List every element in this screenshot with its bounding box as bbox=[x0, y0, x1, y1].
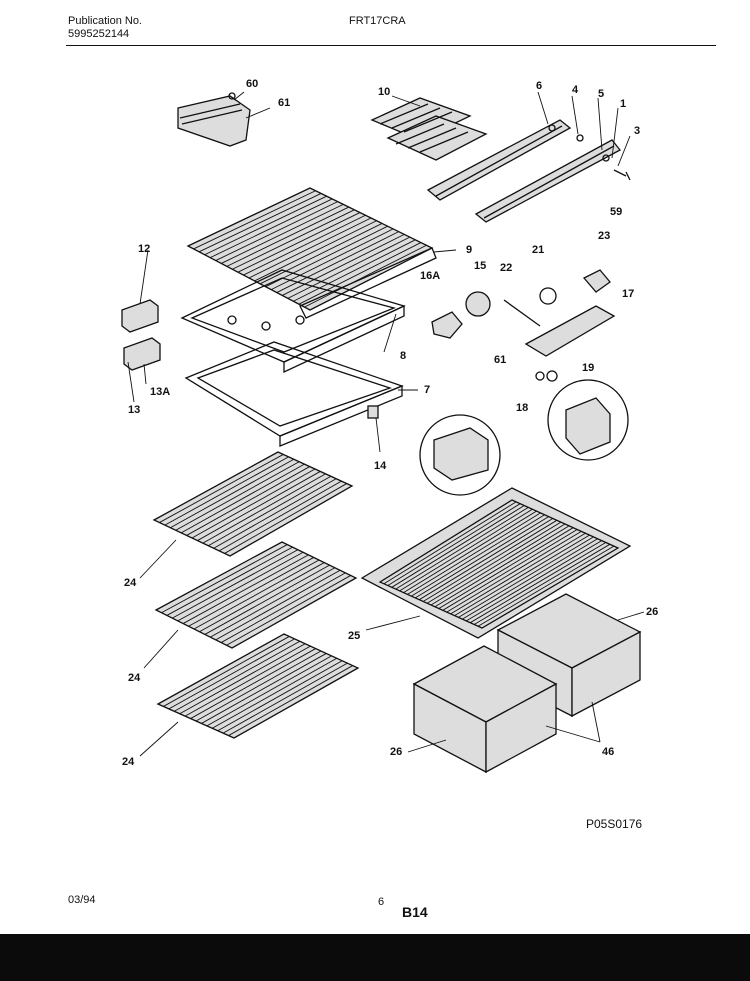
callout-14: 14 bbox=[374, 460, 387, 472]
callout-19: 19 bbox=[582, 362, 595, 374]
shelf-rails bbox=[426, 119, 631, 223]
control-housing-17 bbox=[503, 269, 616, 357]
callout-10: 10 bbox=[378, 86, 391, 98]
callout-22: 22 bbox=[500, 262, 513, 274]
crisper-drawers-26 bbox=[412, 593, 642, 774]
callout-9: 9 bbox=[466, 244, 473, 256]
callout-23: 23 bbox=[598, 230, 611, 242]
glass-shelf-25 bbox=[360, 487, 632, 639]
publication-date: 03/94 bbox=[68, 894, 96, 906]
scan-border-bottom bbox=[0, 934, 750, 981]
callout-12: 12 bbox=[138, 243, 151, 255]
callout-13: 13 bbox=[128, 404, 141, 416]
callout-3: 3 bbox=[634, 125, 641, 137]
callout-1: 1 bbox=[620, 98, 627, 110]
callout-6: 6 bbox=[536, 80, 543, 92]
model-number: FRT17CRA bbox=[349, 15, 406, 27]
callout-24-bottom: 24 bbox=[122, 756, 135, 768]
light-15-16a bbox=[431, 291, 491, 339]
callout-24-middle: 24 bbox=[128, 672, 141, 684]
clip-14-detail bbox=[367, 405, 501, 496]
shelf-frame-7 bbox=[184, 341, 404, 447]
callout-4: 4 bbox=[572, 84, 579, 96]
page-number: 6 bbox=[378, 896, 385, 908]
callout-59: 59 bbox=[610, 206, 623, 218]
callout-60: 60 bbox=[246, 78, 259, 90]
callout-61: 61 bbox=[278, 97, 291, 109]
publication-number: 5995252144 bbox=[68, 28, 130, 40]
callout-25: 25 bbox=[348, 630, 361, 642]
callout-46: 46 bbox=[602, 746, 615, 758]
callout-61-lower: 61 bbox=[494, 354, 507, 366]
callout-5: 5 bbox=[598, 88, 605, 100]
wire-shelves-24 bbox=[152, 451, 360, 739]
callout-7: 7 bbox=[424, 384, 431, 396]
callout-21: 21 bbox=[532, 244, 545, 256]
brackets-12-13 bbox=[121, 299, 161, 371]
callout-26-right: 26 bbox=[646, 606, 659, 618]
bracket-61 bbox=[177, 92, 251, 147]
section-code: B14 bbox=[402, 904, 428, 920]
callout-24-top: 24 bbox=[124, 577, 137, 589]
callout-15: 15 bbox=[474, 260, 487, 272]
switch-18-19-detail bbox=[535, 370, 629, 461]
callout-13a: 13A bbox=[150, 386, 171, 398]
callout-16a: 16A bbox=[420, 270, 441, 282]
callout-18: 18 bbox=[516, 402, 529, 414]
header-rule bbox=[66, 45, 716, 46]
freezer-shelf-9 bbox=[186, 187, 437, 319]
callout-8: 8 bbox=[400, 350, 407, 362]
shelf-frame-8 bbox=[180, 269, 406, 374]
drawing-id: P05S0176 bbox=[586, 817, 643, 831]
callout-26-left: 26 bbox=[390, 746, 403, 758]
ice-trays-10 bbox=[370, 97, 488, 161]
callout-17: 17 bbox=[622, 288, 635, 300]
leader-lines bbox=[127, 91, 645, 757]
publication-label: Publication No. bbox=[68, 15, 142, 27]
